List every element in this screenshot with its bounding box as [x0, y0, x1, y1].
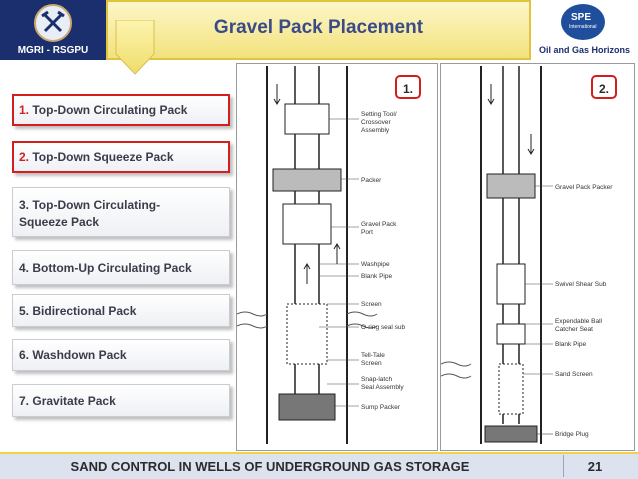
label-swivel-shear-sub: Swivel Shear Sub: [555, 281, 607, 288]
label-crossover: Crossover: [361, 119, 391, 126]
label-snap-latch: Snap-latch: [361, 376, 392, 383]
mgri-logo-label: MGRI - RSGPU: [17, 45, 89, 56]
label-blank-pipe-2: Blank Pipe: [555, 341, 586, 348]
method-num: 6.: [19, 348, 30, 362]
method-item-7[interactable]: 7. Gravitate Pack: [12, 384, 230, 417]
page-number-box: [563, 455, 628, 477]
diagram-tag-2: 2.: [591, 75, 617, 99]
diagram-top-down-squeeze: Gravel Pack Packer Swivel Shear Sub Expe…: [440, 63, 635, 451]
method-num: 1.: [19, 103, 30, 117]
method-item-5[interactable]: 5. Bidirectional Pack: [12, 294, 230, 327]
footer-title: SAND CONTROL IN WELLS OF UNDERGROUND GAS…: [70, 459, 470, 474]
label-setting-tool: Setting Tool/: [361, 111, 397, 118]
label-screen: Screen: [361, 301, 382, 308]
label-tell-tale: Tell-Tale: [361, 352, 385, 359]
page-title: Gravel Pack Placement: [213, 17, 424, 38]
method-label: Top-Down Circulating-: [32, 198, 161, 212]
diagram-tag-1: 1.: [395, 75, 421, 99]
chevron-down-icon: [115, 20, 155, 75]
title-bar: [106, 0, 531, 60]
method-label: Bidirectional Pack: [32, 303, 137, 318]
method-label-line2: Squeeze Pack: [19, 215, 100, 229]
method-item-1[interactable]: 1. Top-Down Circulating Pack: [12, 94, 230, 126]
spe-logo-sub: International: [569, 24, 597, 30]
footer-bar: [0, 452, 638, 479]
method-label: Gravitate Pack: [32, 393, 116, 408]
method-item-3[interactable]: 3. Top-Down Circulating- Squeeze Pack: [12, 187, 230, 237]
mgri-logo: MGRI - RSGPU: [0, 0, 106, 60]
label-o-ring: O-ring seal sub: [361, 324, 405, 331]
label-sump-packer: Sump Packer: [361, 404, 401, 411]
label-expendable-ball: Expendable Ball: [555, 318, 603, 325]
method-item-4[interactable]: 4. Bottom-Up Circulating Pack: [12, 250, 230, 285]
method-label: Top-Down Squeeze Pack: [32, 150, 174, 164]
method-label: Bottom-Up Circulating Pack: [32, 260, 192, 275]
method-label: Washdown Pack: [32, 348, 127, 362]
label-blank-pipe: Blank Pipe: [361, 273, 392, 280]
label-sand-screen: Sand Screen: [555, 371, 593, 378]
globe-icon: [561, 4, 605, 40]
spe-logo-mark: SPE: [571, 12, 592, 23]
label-port: Port: [361, 229, 373, 236]
label-washpipe: Washpipe: [361, 261, 390, 268]
method-num: 2.: [19, 150, 30, 164]
page-number: 21: [587, 459, 603, 474]
method-num: 5.: [19, 303, 30, 318]
spe-logo-label: Oil and Gas Horizons: [538, 45, 630, 55]
label-gravel-pack-packer: Gravel Pack Packer: [555, 184, 613, 191]
label-assembly: Assembly: [361, 127, 390, 134]
label-gravel-pack: Gravel Pack: [361, 221, 397, 228]
method-num: 4.: [19, 260, 30, 275]
label-tell-tale-screen: Screen: [361, 360, 382, 367]
label-bridge-plug: Bridge Plug: [555, 431, 589, 438]
label-catcher-seat: Catcher Seat: [555, 326, 593, 333]
well-schematic-1: Setting Tool/ Crossover Assembly Packer …: [236, 66, 405, 444]
method-item-6[interactable]: 6. Washdown Pack: [12, 339, 230, 371]
label-packer: Packer: [361, 177, 382, 184]
method-num: 3.: [19, 198, 30, 212]
diagram-top-down-circulating: Setting Tool/ Crossover Assembly Packer …: [236, 63, 438, 451]
method-label: Top-Down Circulating Pack: [32, 103, 188, 117]
label-seal-assembly: Seal Assembly: [361, 384, 404, 391]
method-num: 7.: [19, 393, 30, 408]
well-schematic-2: Gravel Pack Packer Swivel Shear Sub Expe…: [440, 66, 613, 444]
method-item-2[interactable]: 2. Top-Down Squeeze Pack: [12, 141, 230, 173]
mgri-emblem-icon: [34, 4, 72, 42]
spe-logo: SPE International Oil and Gas Horizons: [531, 0, 638, 60]
